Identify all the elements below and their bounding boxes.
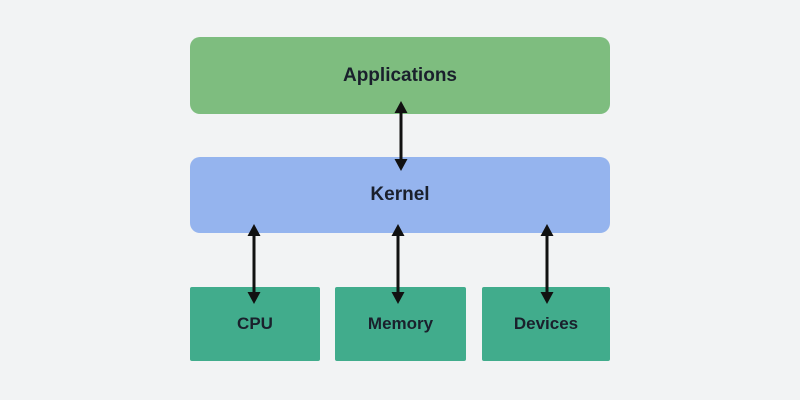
node-devices-label: Devices xyxy=(513,314,579,333)
node-cpu: CPU xyxy=(190,287,320,361)
node-devices: Devices xyxy=(482,287,610,361)
node-kernel-label: Kernel xyxy=(370,184,430,205)
node-cpu-label: CPU xyxy=(237,314,273,333)
node-memory: Memory xyxy=(335,287,466,361)
node-applications: Applications xyxy=(190,37,610,114)
node-memory-label: Memory xyxy=(367,314,434,333)
node-applications-label: Applications xyxy=(342,64,457,86)
node-kernel: Kernel xyxy=(190,157,610,233)
